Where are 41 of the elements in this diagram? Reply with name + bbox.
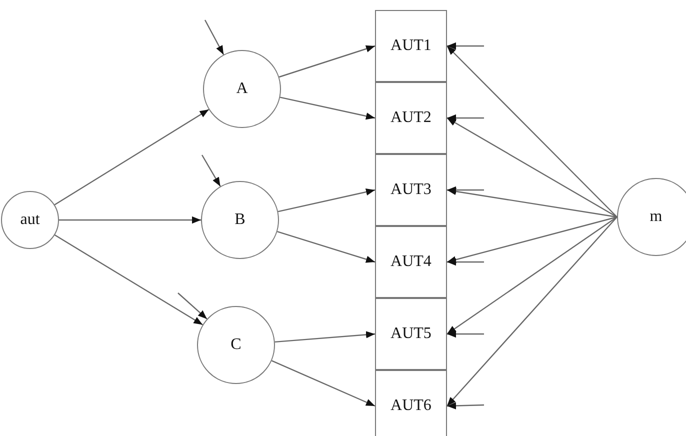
arrow <box>446 402 484 410</box>
arrow <box>59 216 201 224</box>
arrow <box>447 42 484 50</box>
node-label: C <box>230 336 242 354</box>
node-label: AUT4 <box>390 253 432 271</box>
node-label: m <box>650 208 662 226</box>
node-label: AUT5 <box>390 325 432 343</box>
arrow <box>271 360 376 407</box>
register-cell <box>375 226 447 298</box>
arrow <box>278 188 376 212</box>
arrow <box>446 216 618 406</box>
node-label: aut <box>20 211 40 229</box>
node-label: AUT1 <box>390 37 432 55</box>
register-cell <box>375 370 447 436</box>
arrow <box>54 234 203 326</box>
arrow <box>178 292 208 320</box>
arrow <box>201 154 221 187</box>
arrow <box>446 216 618 334</box>
register-cell <box>375 298 447 370</box>
node-label: AUT3 <box>390 181 432 199</box>
arrow <box>204 20 224 55</box>
node-label: AUT2 <box>390 109 432 127</box>
arrow <box>446 188 618 218</box>
node-label: B <box>234 211 246 229</box>
register-cell <box>375 82 447 154</box>
arrow <box>446 46 618 218</box>
node-label: AUT6 <box>390 397 432 415</box>
arrow <box>274 331 376 343</box>
arrow <box>447 330 484 338</box>
register-cell <box>375 154 447 226</box>
arrow <box>446 216 618 264</box>
arrow <box>447 258 484 266</box>
arrow <box>54 108 210 206</box>
arrow <box>447 114 484 122</box>
arrow <box>277 231 376 263</box>
arrow <box>447 186 484 194</box>
arrow <box>278 45 376 78</box>
arrow <box>280 96 376 120</box>
arrow <box>446 117 618 218</box>
node-label: A <box>236 80 248 98</box>
register-cell <box>375 10 447 82</box>
